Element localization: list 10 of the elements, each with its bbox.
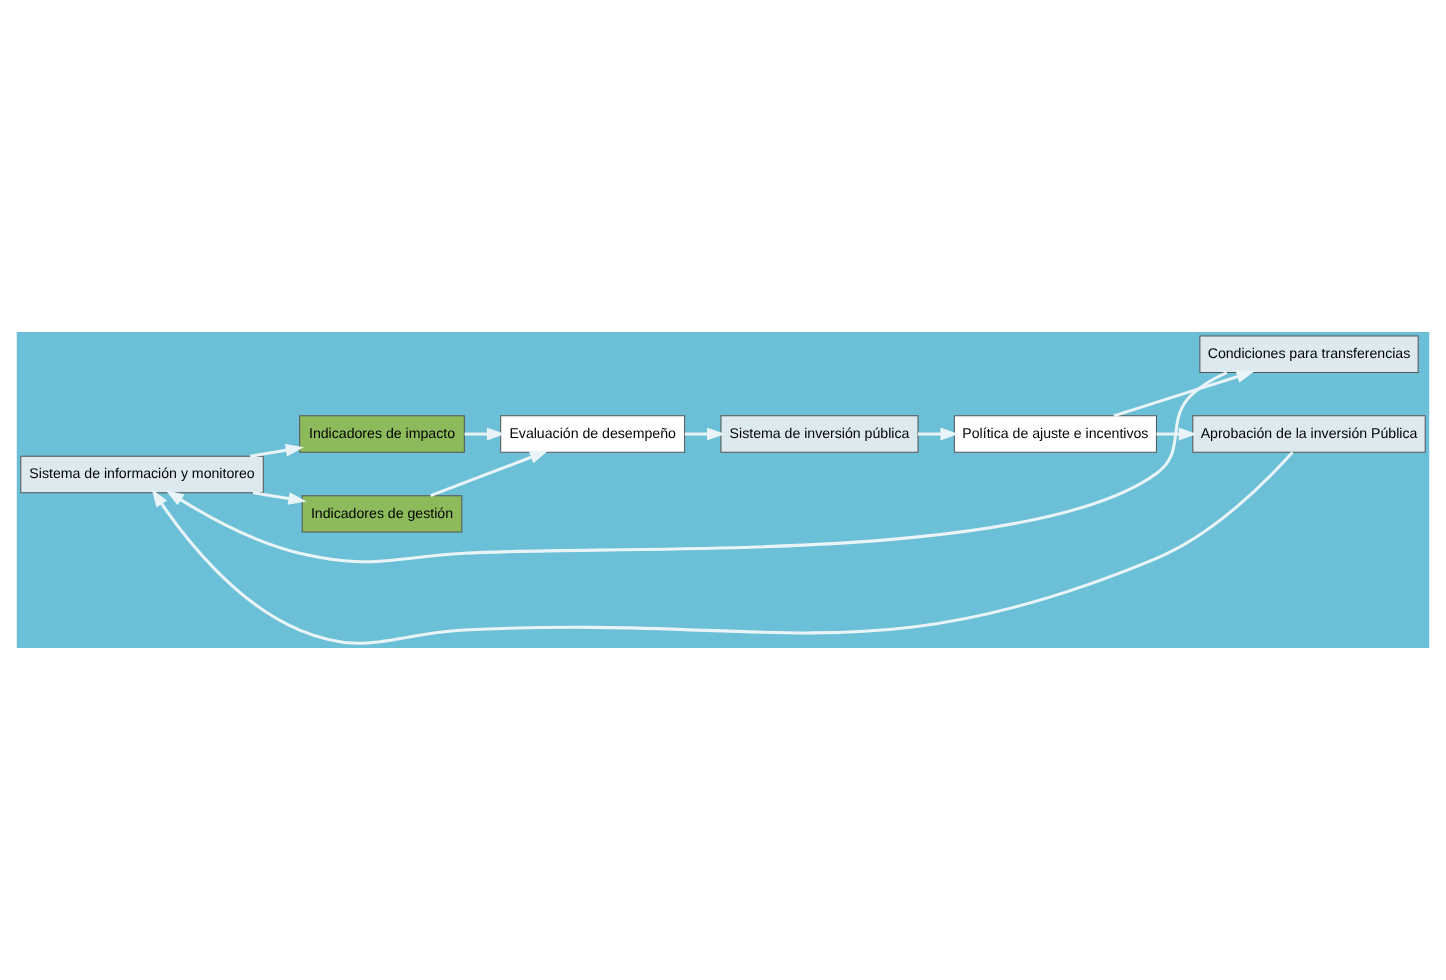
arrow: [249, 443, 304, 458]
arrow: [165, 371, 1228, 564]
arrow: [918, 427, 959, 441]
arrow: [684, 427, 726, 441]
arrow: [252, 491, 307, 505]
arrow: [151, 451, 1294, 645]
arrow: [430, 450, 549, 498]
arrow: [1113, 370, 1255, 418]
arrow: [464, 427, 506, 441]
arrow: [1156, 427, 1197, 441]
